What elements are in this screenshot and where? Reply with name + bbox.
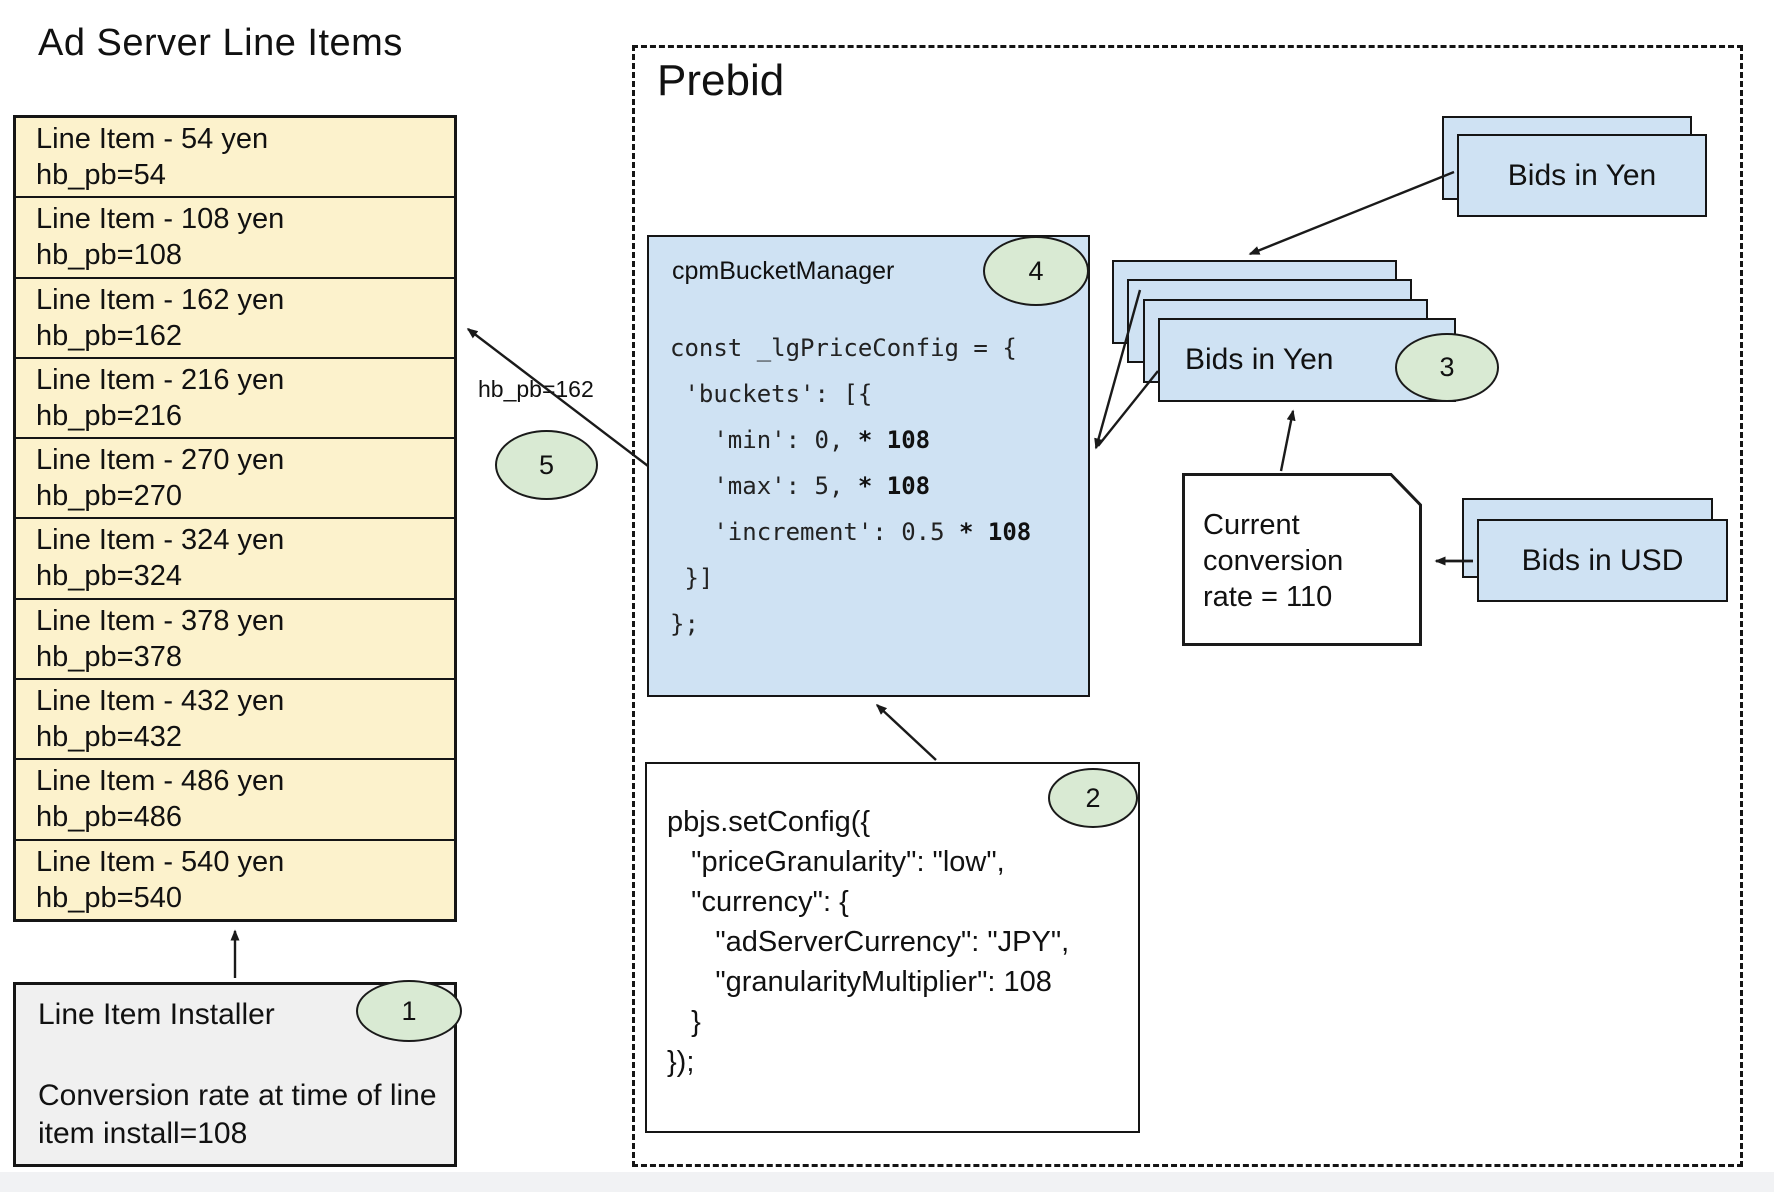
line-item-hb-pb: hb_pb=162 <box>36 319 182 352</box>
line-item-hb-pb: hb_pb=540 <box>36 881 182 914</box>
bids-yen-incoming-front-card: Bids in Yen <box>1457 134 1707 217</box>
setconfig-code-line: "priceGranularity": "low", <box>667 846 1005 878</box>
bucket-code-line: const _lgPriceConfig = { <box>670 334 1017 362</box>
line-item-name: Line Item - 162 yen <box>36 283 285 316</box>
bucket-code-line: 'min': 0, * 108 <box>670 426 931 454</box>
line-item-row: Line Item - 486 yen hb_pb=486 <box>16 760 454 841</box>
hb-pb-arrow-label: hb_pb=162 <box>478 376 594 402</box>
line-item-hb-pb: hb_pb=432 <box>36 721 182 754</box>
bids-usd-label: Bids in USD <box>1521 543 1684 577</box>
line-item-row: Line Item - 162 yen hb_pb=162 <box>16 279 454 359</box>
step-badge-3: 3 <box>1395 333 1499 402</box>
line-item-hb-pb: hb_pb=270 <box>36 480 182 513</box>
line-item-hb-pb: hb_pb=324 <box>36 560 182 593</box>
installer-note: Conversion rate at time of line item ins… <box>38 1079 437 1150</box>
bucket-code-line: 'increment': 0.5 * 108 <box>670 518 1032 546</box>
conversion-rate-note: Current conversion rate = 110 <box>1182 473 1422 646</box>
step-badge-1: 1 <box>356 980 462 1042</box>
bids-yen-stack-label: Bids in Yen <box>1185 343 1334 376</box>
prebid-container <box>632 45 1743 1167</box>
setconfig-code-line: "currency": { <box>667 886 849 918</box>
line-item-name: Line Item - 54 yen <box>36 123 269 155</box>
bucket-code-line: 'buckets': [{ <box>670 380 873 408</box>
bids-usd-front-card: Bids in USD <box>1477 519 1728 602</box>
bucket-code: const _lgPriceConfig = { 'buckets': [{ '… <box>670 325 1031 647</box>
step-badge-4: 4 <box>983 236 1089 306</box>
pbjs-setconfig-box: pbjs.setConfig({ "priceGranularity": "lo… <box>645 762 1140 1133</box>
line-item-hb-pb: hb_pb=54 <box>36 159 166 191</box>
bucket-code-line: }] <box>670 564 714 592</box>
line-item-row: Line Item - 324 yen hb_pb=324 <box>16 519 454 600</box>
line-item-row: Line Item - 216 yen hb_pb=216 <box>16 359 454 440</box>
line-item-hb-pb: hb_pb=486 <box>36 801 182 834</box>
ad-server-title: Ad Server Line Items <box>38 22 403 64</box>
line-item-row: Line Item - 108 yen hb_pb=108 <box>16 198 454 279</box>
line-item-name: Line Item - 378 yen <box>36 604 285 637</box>
line-item-hb-pb: hb_pb=378 <box>36 640 182 673</box>
bucket-code-line: }; <box>670 610 699 638</box>
conversion-rate-text: Current conversion rate = 110 <box>1203 509 1344 613</box>
line-item-row: Line Item - 270 yen hb_pb=270 <box>16 439 454 520</box>
line-item-name: Line Item - 108 yen <box>36 203 285 236</box>
line-item-name: Line Item - 432 yen <box>36 685 285 718</box>
setconfig-code-line: pbjs.setConfig({ <box>667 806 871 838</box>
line-item-row: Line Item - 540 yen hb_pb=540 <box>16 841 454 919</box>
installer-title: Line Item Installer <box>38 998 275 1031</box>
cpm-bucket-manager-label: cpmBucketManager <box>672 257 895 285</box>
line-item-hb-pb: hb_pb=108 <box>36 239 182 272</box>
bucket-code-line: 'max': 5, * 108 <box>670 472 931 500</box>
line-item-name: Line Item - 270 yen <box>36 444 285 477</box>
prebid-title: Prebid <box>657 56 785 105</box>
line-item-name: Line Item - 540 yen <box>36 845 285 878</box>
note-shape <box>1182 473 1422 646</box>
line-item-row: Line Item - 432 yen hb_pb=432 <box>16 680 454 761</box>
page-bottom-strip <box>0 1172 1774 1192</box>
line-items-table: Line Item - 54 yen hb_pb=54 Line Item - … <box>13 115 457 922</box>
setconfig-code-line: } <box>667 1006 701 1038</box>
setconfig-code: pbjs.setConfig({ "priceGranularity": "lo… <box>667 802 1069 1082</box>
line-item-name: Line Item - 486 yen <box>36 765 285 798</box>
cpm-bucket-manager-box: cpmBucketManager const _lgPriceConfig = … <box>647 235 1090 697</box>
line-item-name: Line Item - 324 yen <box>36 524 285 557</box>
step-badge-2: 2 <box>1048 768 1138 828</box>
setconfig-code-line: }); <box>667 1046 695 1078</box>
line-item-row: Line Item - 378 yen hb_pb=378 <box>16 600 454 681</box>
setconfig-code-line: "granularityMultiplier": 108 <box>667 966 1052 998</box>
step-badge-5: 5 <box>495 430 598 500</box>
line-item-hb-pb: hb_pb=216 <box>36 399 182 432</box>
line-item-row: Line Item - 54 yen hb_pb=54 <box>16 118 454 199</box>
line-item-name: Line Item - 216 yen <box>36 363 285 396</box>
setconfig-code-line: "adServerCurrency": "JPY", <box>667 926 1070 958</box>
bids-yen-incoming-label: Bids in Yen <box>1507 158 1657 192</box>
